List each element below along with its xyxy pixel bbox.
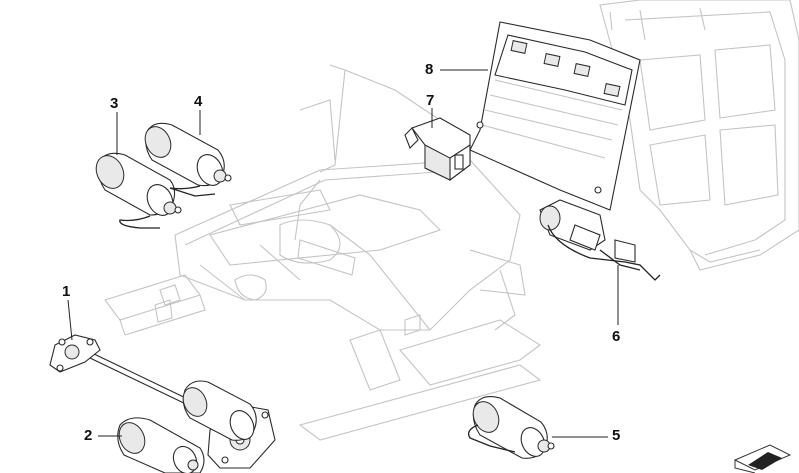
motor-5	[467, 396, 555, 459]
backrest-outline	[599, 0, 799, 271]
callout-3: 3	[110, 95, 119, 112]
cable-harness-6	[539, 199, 661, 281]
motor-4	[144, 122, 232, 197]
motor-1-assembly	[182, 380, 257, 441]
callout-2: 2	[84, 427, 93, 444]
callout-4: 4	[194, 93, 203, 110]
leader-lines	[67, 69, 619, 438]
callout-7: 7	[426, 92, 435, 109]
corner-logo-icon	[733, 444, 792, 473]
control-plate-8	[469, 21, 641, 211]
seat-frame-outline	[104, 64, 542, 441]
motor-3	[95, 152, 182, 229]
motor-2	[117, 417, 205, 473]
callout-8: 8	[425, 61, 434, 78]
callout-6: 6	[612, 328, 621, 345]
callout-1: 1	[62, 283, 71, 300]
relay-7	[404, 117, 471, 182]
callout-5: 5	[612, 427, 621, 444]
